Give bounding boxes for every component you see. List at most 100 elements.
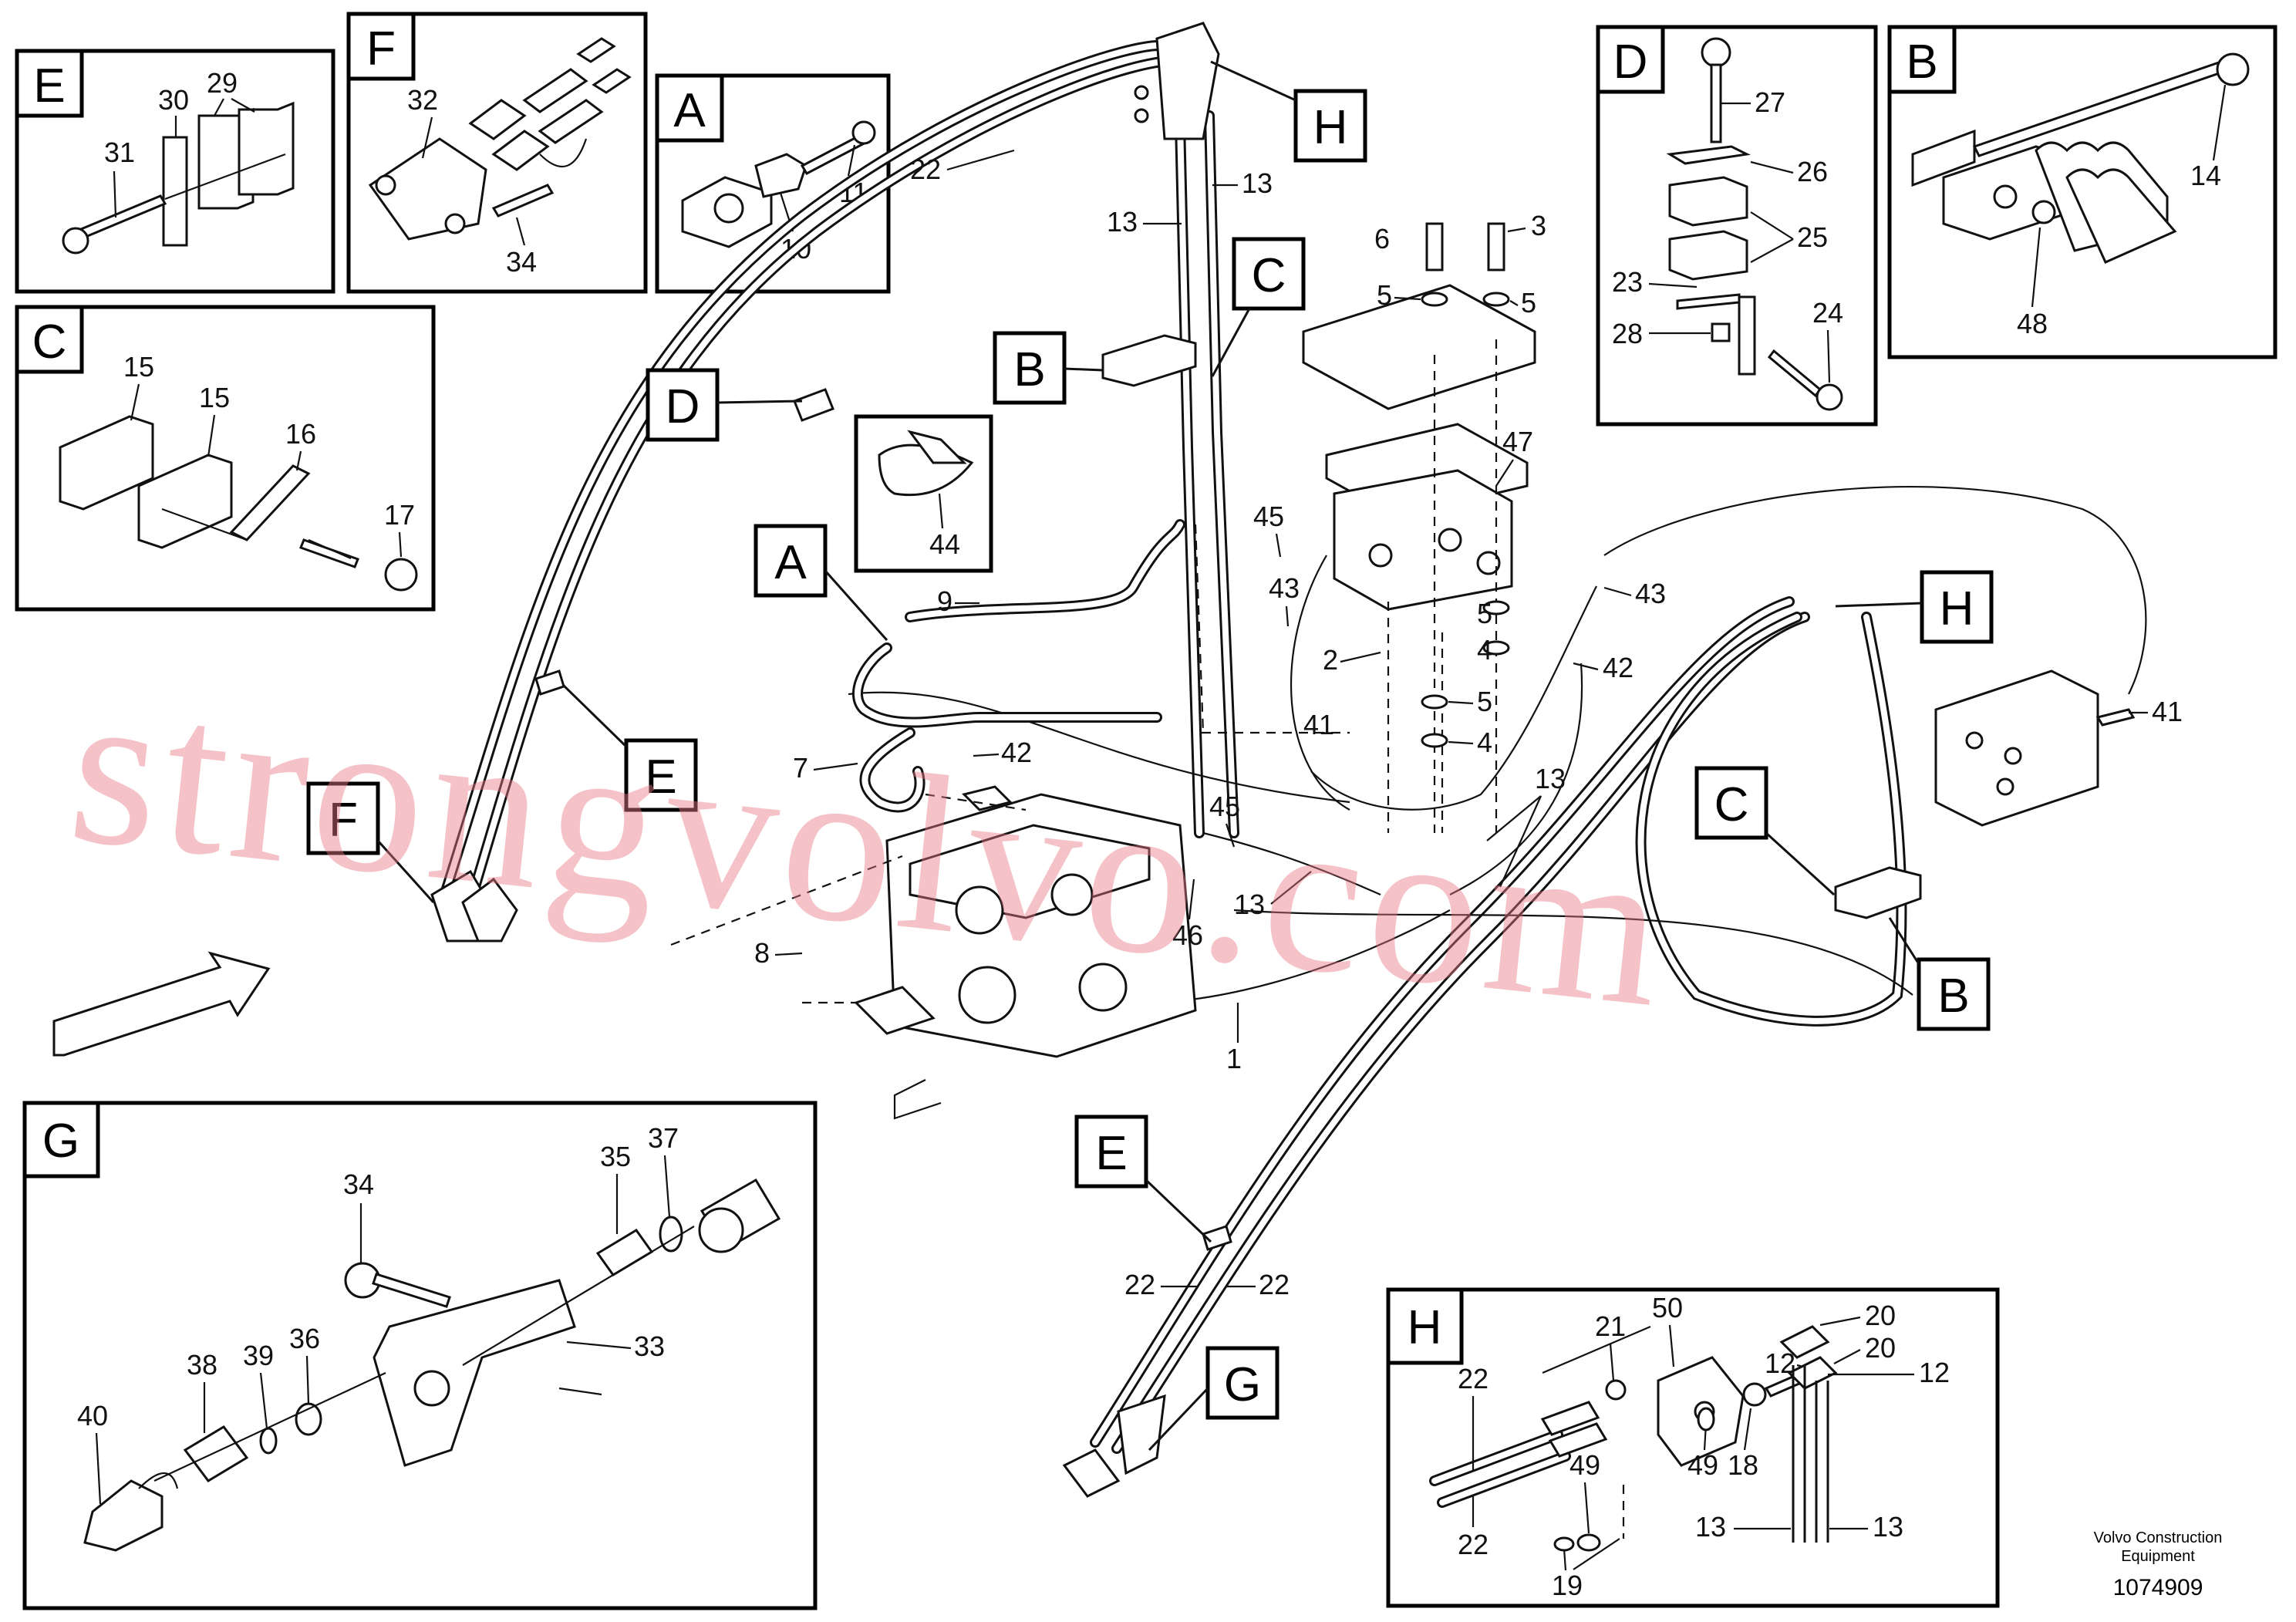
callout-23: 23: [1612, 266, 1643, 298]
callout-46: 46: [1172, 919, 1203, 951]
detail-frame-f: F 32 34: [346, 12, 648, 294]
callout-13-main-a: 13: [1107, 206, 1138, 238]
tag-a-main: A: [754, 524, 888, 641]
detail-label-a: A: [673, 84, 706, 137]
detail-frame-d: D 27 26 25 23 28 24: [1596, 25, 1878, 427]
callout-43a: 43: [1269, 572, 1300, 604]
tag-h-top: H: [1210, 60, 1367, 163]
tag-b-right: B: [1888, 917, 1991, 1031]
detail-label-f: F: [366, 22, 396, 76]
callout-41a: 41: [1303, 709, 1334, 740]
callout-43b: 43: [1635, 578, 1666, 609]
callout-47: 47: [1502, 426, 1533, 457]
callout-50: 50: [1652, 1292, 1683, 1324]
callout-21: 21: [1595, 1310, 1626, 1342]
callout-16: 16: [285, 418, 316, 450]
callout-13-main-b: 13: [1242, 167, 1273, 199]
svg-text:H: H: [1940, 582, 1974, 636]
callout-13h-a: 13: [1695, 1511, 1726, 1543]
callout-14: 14: [2190, 160, 2221, 191]
drawing-number: 1074909: [2113, 1575, 2203, 1600]
svg-text:F: F: [329, 794, 358, 847]
svg-text:B: B: [1937, 969, 1969, 1023]
callout-30: 30: [158, 84, 189, 116]
callout-18: 18: [1728, 1449, 1758, 1481]
callout-15b: 15: [199, 382, 230, 413]
tag-h-right: H: [1835, 570, 1994, 644]
callout-12b: 12: [1919, 1357, 1950, 1388]
detail-label-b: B: [1906, 35, 1937, 89]
callout-15a: 15: [123, 351, 154, 383]
callout-5d: 5: [1477, 686, 1492, 717]
main-callouts: H C B D A E F: [306, 60, 2183, 1452]
callout-17: 17: [384, 499, 415, 531]
callout-13h-b: 13: [1873, 1511, 1903, 1543]
callout-19: 19: [1552, 1570, 1583, 1601]
svg-text:D: D: [666, 380, 700, 433]
tag-c-main: C: [1211, 237, 1306, 377]
callout-20a: 20: [1865, 1300, 1896, 1331]
callout-35: 35: [600, 1141, 631, 1172]
detail-label-c: C: [32, 315, 67, 369]
callout-22-main-b: 22: [1124, 1269, 1155, 1300]
callout-7: 7: [793, 752, 808, 784]
callout-28: 28: [1612, 318, 1643, 349]
callout-45a: 45: [1253, 501, 1284, 532]
callout-12a: 12: [1765, 1347, 1795, 1379]
callout-48: 48: [2017, 308, 2048, 339]
detail-label-e: E: [33, 59, 65, 113]
detail-frame-g: G 34 35 37 33 36 39 38: [22, 1101, 818, 1610]
detail-label-g: G: [42, 1114, 79, 1168]
callout-34: 34: [506, 246, 537, 278]
callout-2: 2: [1323, 644, 1338, 676]
callout-37: 37: [648, 1122, 679, 1154]
svg-text:G: G: [1224, 1358, 1261, 1411]
detail-frame-h-bottom: H 22 22 21 50 20 20 12 12: [1386, 1287, 2000, 1608]
callout-29: 29: [207, 67, 238, 99]
detail-frame-e: E 31 30 29: [15, 49, 335, 294]
detail-frame-44: 44: [854, 414, 993, 573]
tag-c-right: C: [1694, 766, 1836, 896]
svg-text:E: E: [645, 750, 676, 804]
tag-d-main: D: [646, 368, 803, 442]
svg-text:A: A: [774, 536, 807, 589]
callout-22h-b: 22: [1458, 1529, 1489, 1560]
svg-text:H: H: [1313, 101, 1348, 154]
svg-text:C: C: [1252, 249, 1286, 302]
callout-4b: 4: [1477, 727, 1492, 758]
credit-line-2: Equipment: [2121, 1548, 2195, 1565]
callout-22h-a: 22: [1458, 1363, 1489, 1394]
callout-49a: 49: [1687, 1449, 1718, 1481]
svg-text:C: C: [1714, 778, 1749, 831]
callout-34g: 34: [343, 1168, 374, 1200]
callout-5c: 5: [1477, 598, 1492, 629]
callout-42a: 42: [1603, 652, 1633, 683]
callout-13-main-d: 13: [1234, 889, 1265, 920]
credit-line-1: Volvo Construction: [2094, 1529, 2223, 1546]
tag-g-main: G: [1148, 1346, 1279, 1452]
callout-44: 44: [929, 528, 960, 560]
callout-45b: 45: [1209, 791, 1240, 822]
callout-27: 27: [1755, 86, 1785, 118]
svg-text:E: E: [1095, 1127, 1127, 1180]
callout-3: 3: [1531, 210, 1546, 241]
callout-42b: 42: [1001, 737, 1032, 768]
callout-49b: 49: [1569, 1449, 1600, 1481]
detail-frame-a: A 11 10: [655, 73, 891, 294]
callout-20b: 20: [1865, 1332, 1896, 1364]
callout-22-main-c: 22: [1259, 1269, 1290, 1300]
tag-e-main-bottom: E: [1074, 1114, 1212, 1243]
callout-36: 36: [289, 1323, 320, 1354]
detail-label-h: H: [1408, 1301, 1442, 1354]
callout-5b: 5: [1521, 287, 1536, 319]
callout-31: 31: [104, 137, 135, 168]
callout-41b: 41: [2152, 696, 2183, 727]
callout-24: 24: [1812, 297, 1843, 329]
callout-32: 32: [407, 84, 438, 116]
main-assembly: [52, 22, 2147, 1498]
tag-f-main: F: [306, 781, 435, 904]
callout-4a: 4: [1477, 634, 1492, 666]
callout-8: 8: [754, 937, 770, 969]
